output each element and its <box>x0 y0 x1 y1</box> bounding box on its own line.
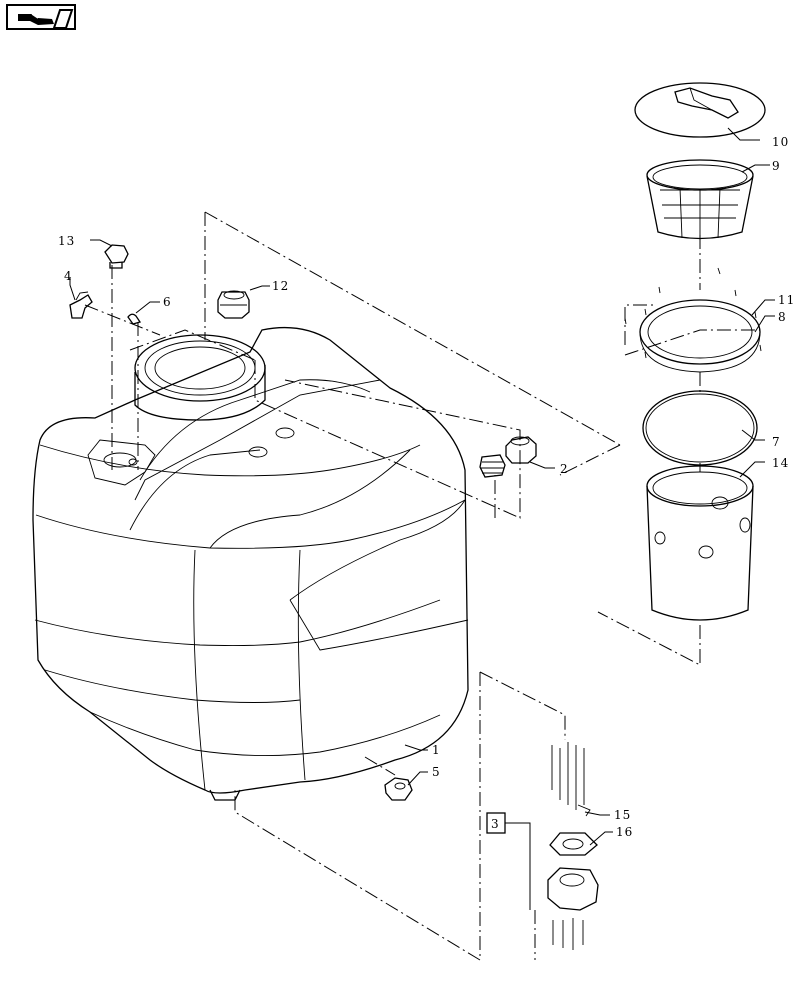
callout-3[interactable]: 3 <box>491 817 500 831</box>
tank-body[interactable] <box>32 326 469 801</box>
callout-12[interactable]: 12 <box>272 279 289 293</box>
flange-16[interactable] <box>549 832 598 856</box>
callout-1[interactable]: 1 <box>432 743 441 757</box>
strainer-basket-9[interactable] <box>646 159 754 240</box>
kit-box-3[interactable] <box>486 812 531 910</box>
elbow-fitting-4[interactable] <box>69 291 93 319</box>
callout-7[interactable]: 7 <box>772 435 781 449</box>
vent-12[interactable] <box>217 290 250 319</box>
strainer-sleeve-14[interactable] <box>646 465 754 621</box>
callout-4[interactable]: 4 <box>64 269 73 283</box>
fitting-2[interactable] <box>479 436 537 478</box>
callout-2[interactable]: 2 <box>560 462 569 476</box>
page-turn-icon <box>18 9 74 29</box>
callout-13[interactable]: 13 <box>58 234 75 248</box>
plug-13[interactable] <box>104 244 129 269</box>
callout-11[interactable]: 11 <box>778 293 795 307</box>
callout-5[interactable]: 5 <box>432 765 441 779</box>
filler-cap-10[interactable] <box>634 82 766 138</box>
callout-16[interactable]: 16 <box>616 825 633 839</box>
valve-housing[interactable] <box>547 867 599 950</box>
callout-14[interactable]: 14 <box>772 456 789 470</box>
mounting-ring-8[interactable] <box>639 299 761 373</box>
page-nav-button[interactable] <box>6 4 76 30</box>
assembly-lines <box>84 211 760 961</box>
screws-11[interactable] <box>624 267 762 359</box>
leader-lines <box>69 127 775 846</box>
callout-10[interactable]: 10 <box>772 135 789 149</box>
callout-15[interactable]: 15 <box>614 808 631 822</box>
callout-6[interactable]: 6 <box>163 295 172 309</box>
gasket-7[interactable] <box>642 390 758 466</box>
clip-6[interactable] <box>127 313 142 325</box>
callout-9[interactable]: 9 <box>772 159 781 173</box>
callout-8[interactable]: 8 <box>778 310 787 324</box>
nut-5[interactable] <box>384 777 413 801</box>
screws-15[interactable] <box>551 742 591 817</box>
